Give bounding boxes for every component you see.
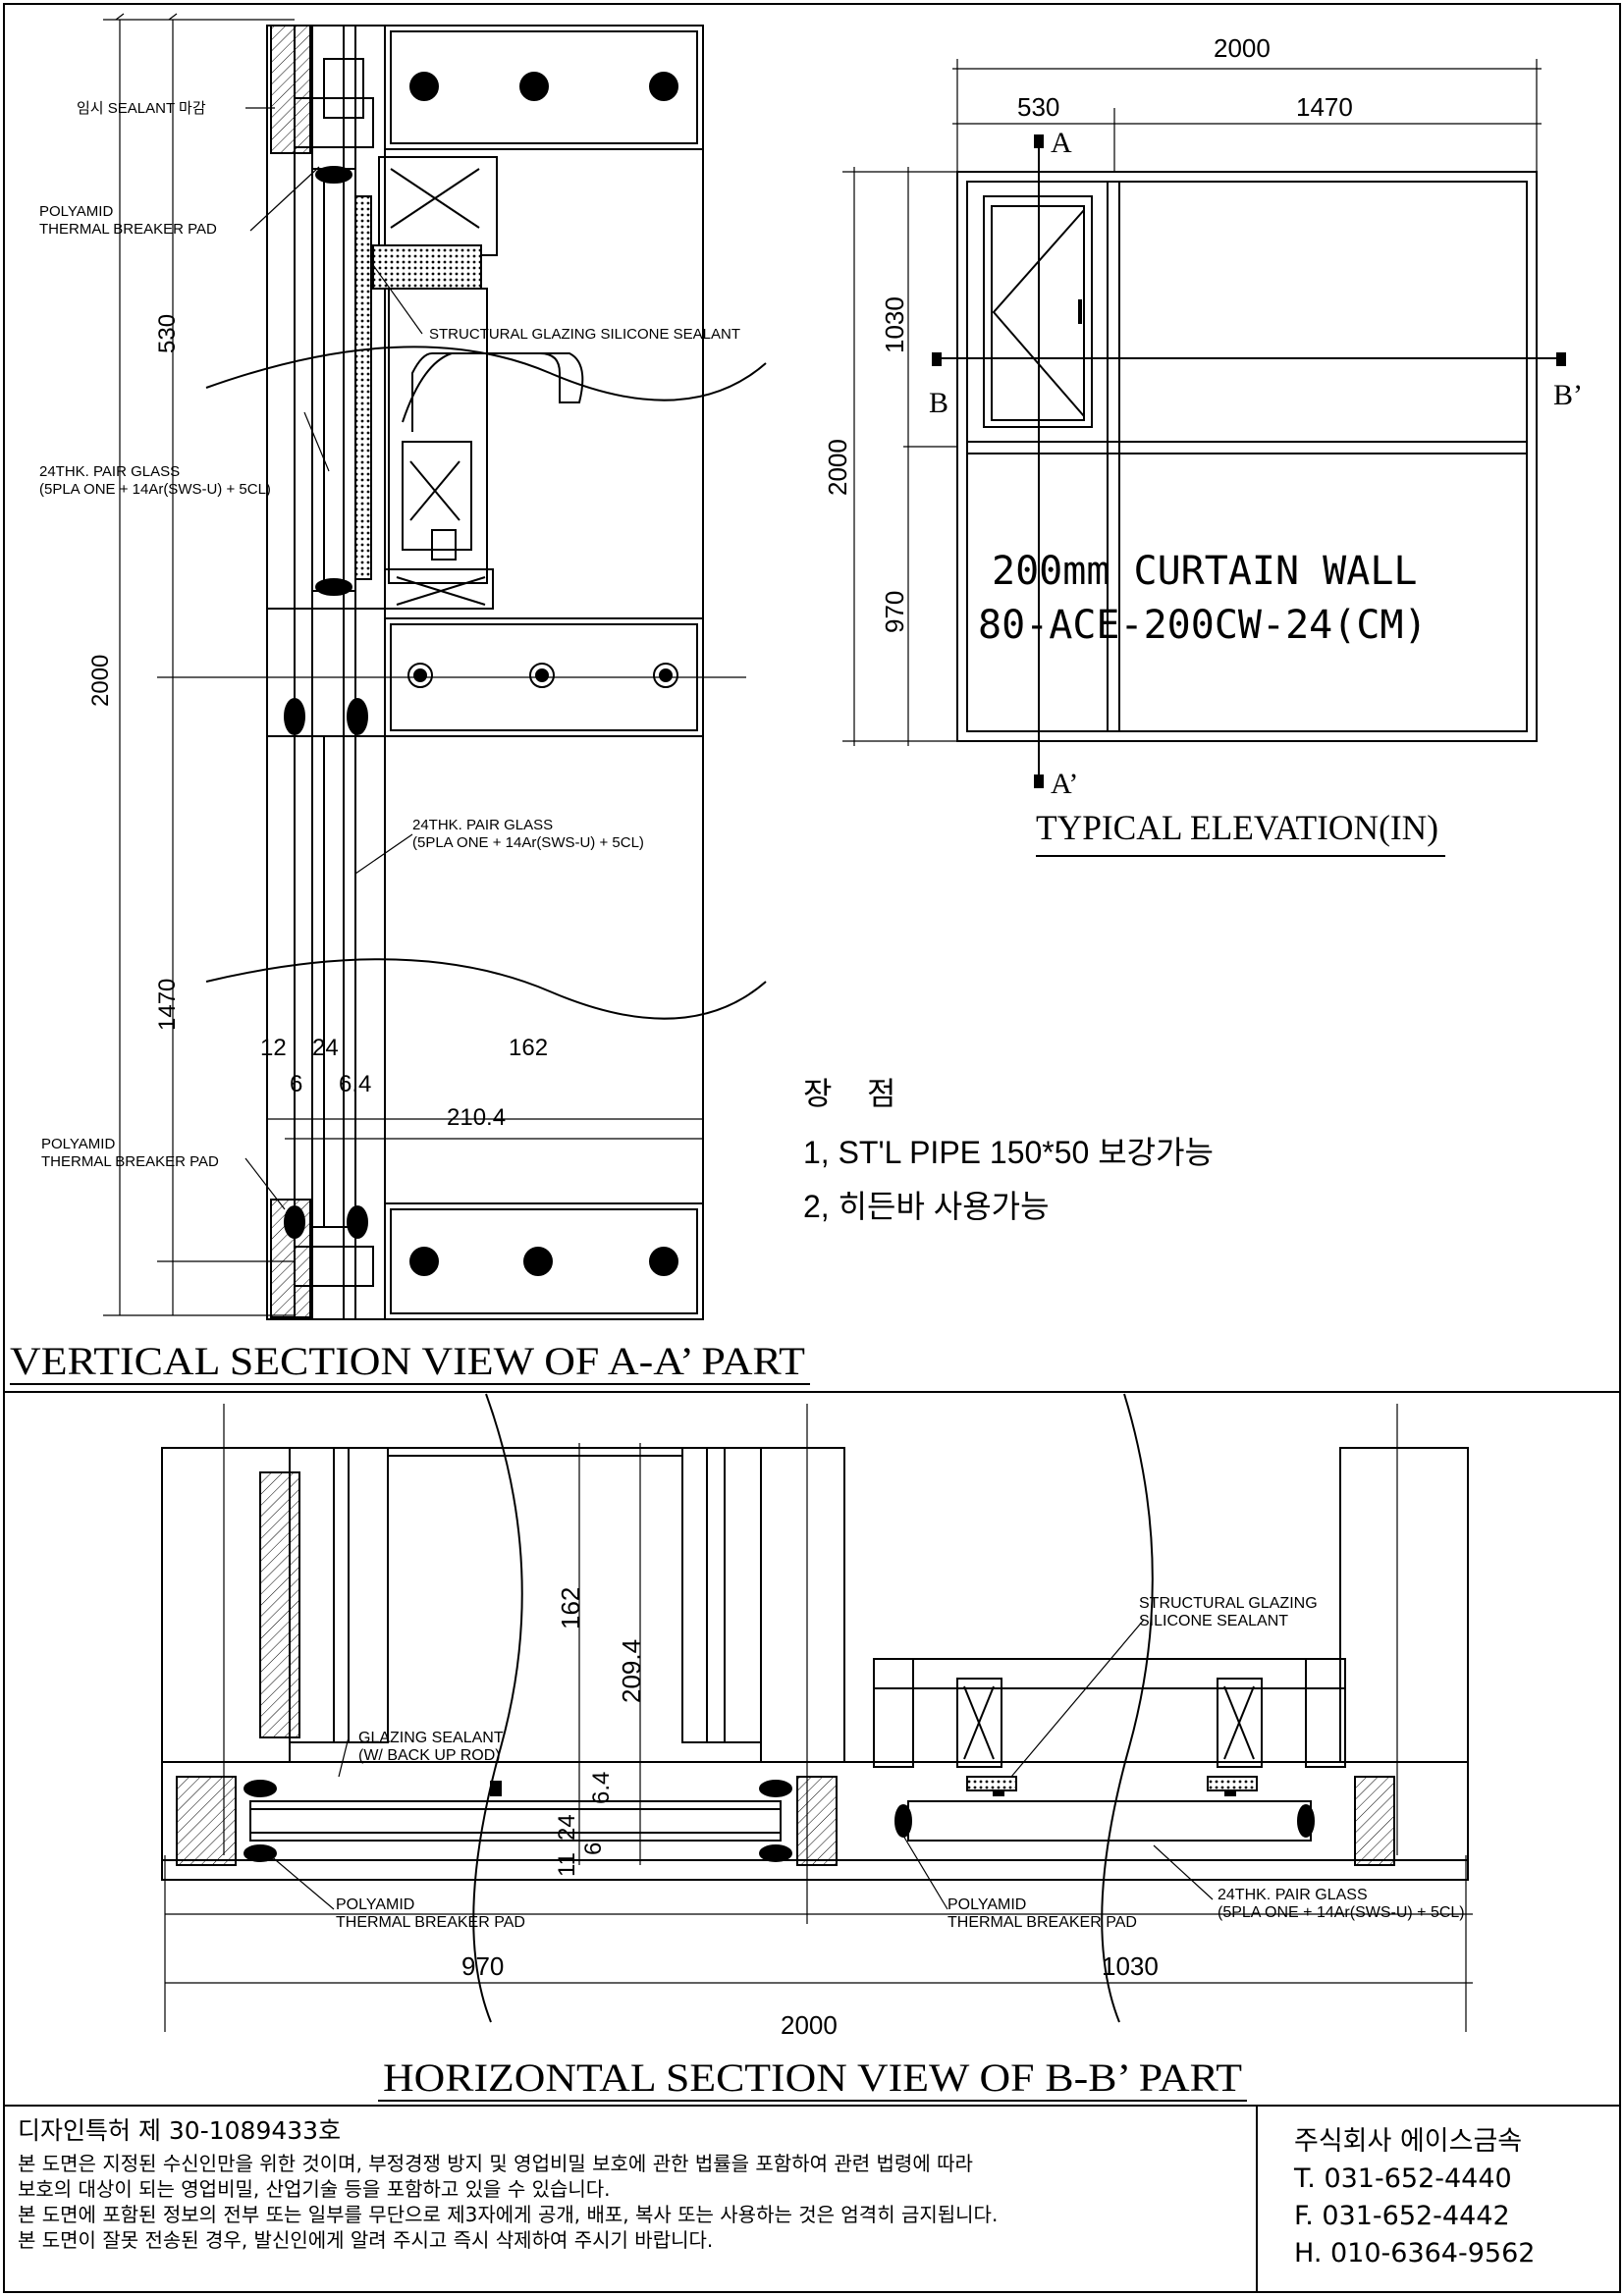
dim-24: 24 bbox=[312, 1035, 339, 1061]
notice-line-1: 본 도면은 지정된 수신인만을 위한 것이며, 부정경쟁 방지 및 영업비밀 보… bbox=[18, 2152, 973, 2175]
vertical-leaders bbox=[244, 107, 423, 1210]
dim-162: 162 bbox=[509, 1035, 548, 1061]
dim-h-6-4: 6.4 bbox=[588, 1772, 615, 1804]
horizontal-section-view bbox=[161, 1393, 1473, 2032]
dim-elev-lower-height: 970 bbox=[880, 591, 909, 633]
section-cut-lines bbox=[932, 134, 1566, 788]
label-pair-glass-2-l1: 24THK. PAIR GLASS bbox=[412, 817, 553, 833]
dim-h-11: 11 bbox=[554, 1852, 580, 1877]
vertical-section-title: VERTICAL SECTION VIEW OF A-A’ PART bbox=[10, 1339, 805, 1383]
lower-glass bbox=[284, 735, 368, 1239]
label-thermal-pad-top-2: THERMAL BREAKER PAD bbox=[39, 221, 217, 238]
label-h-structural-glazing-l2: SILICONE SEALANT bbox=[1139, 1613, 1288, 1629]
horizontal-section-title: HORIZONTAL SECTION VIEW OF B-B’ PART bbox=[383, 2056, 1242, 2100]
typical-elevation bbox=[842, 59, 1566, 788]
dim-h-162: 162 bbox=[556, 1587, 585, 1629]
dim-h-24: 24 bbox=[554, 1814, 580, 1841]
vertical-section-view bbox=[103, 13, 767, 1320]
horizontal-leaders bbox=[269, 1619, 1214, 1910]
label-h-thermal-pad-mid-2: THERMAL BREAKER PAD bbox=[947, 1914, 1137, 1931]
label-h-thermal-pad-left-1: POLYAMID bbox=[336, 1896, 414, 1913]
label-pair-glass-1-l2: (5PLA ONE + 14Ar(SWS-U) + 5CL) bbox=[39, 481, 271, 498]
dim-6-4: 6.4 bbox=[339, 1071, 371, 1097]
horizontal-frames bbox=[161, 1447, 1469, 1881]
elevation-texts: 2000 530 1470 1030 2000 970 A A’ B B’ 20… bbox=[823, 33, 1583, 857]
advantages-block: 장 점 1, ST'L PIPE 150*50 보강가능 2, 히든바 사용가능 bbox=[803, 1076, 1214, 1224]
company-fax: F. 031-652-4442 bbox=[1294, 2201, 1510, 2231]
dim-elev-right-width: 1470 bbox=[1296, 92, 1353, 122]
design-patent-number: 디자인특허 제 30-1089433호 bbox=[18, 2116, 342, 2145]
dim-h-970: 970 bbox=[461, 1951, 504, 1981]
elevation-dimension-lines bbox=[842, 59, 1542, 746]
dim-elev-upper-height: 1030 bbox=[880, 296, 909, 353]
dim-h-2000: 2000 bbox=[781, 2010, 838, 2040]
elevation-frame bbox=[956, 171, 1538, 742]
dim-6: 6 bbox=[290, 1071, 302, 1097]
label-thermal-pad-bottom-1: POLYAMID bbox=[41, 1136, 115, 1152]
title-block-footer: 디자인특허 제 30-1089433호 본 도면은 지정된 수신인만을 위한 것… bbox=[0, 2106, 1624, 2296]
confidentiality-notice: 디자인특허 제 30-1089433호 본 도면은 지정된 수신인만을 위한 것… bbox=[18, 2115, 1255, 2253]
label-temp-sealant: 임시 SEALANT 마감 bbox=[77, 100, 206, 117]
company-contact: 주식회사 에이스금속 T. 031-652-4440 F. 031-652-44… bbox=[1294, 2123, 1618, 2272]
label-glazing-sealant-l2: (W/ BACK UP ROD) bbox=[358, 1747, 501, 1764]
dim-elev-total-width: 2000 bbox=[1214, 33, 1271, 63]
dim-h-6: 6 bbox=[580, 1842, 607, 1855]
advantage-item-1: 1, ST'L PIPE 150*50 보강가능 bbox=[803, 1135, 1214, 1170]
vertical-section-texts: 임시 SEALANT 마감 POLYAMID THERMAL BREAKER P… bbox=[10, 100, 810, 1385]
label-h-thermal-pad-mid-1: POLYAMID bbox=[947, 1896, 1026, 1913]
cut-a-prime-label: A’ bbox=[1051, 768, 1078, 800]
cut-a-label: A bbox=[1051, 127, 1072, 159]
dim-elev-left-width: 530 bbox=[1017, 92, 1059, 122]
dim-12: 12 bbox=[260, 1035, 287, 1061]
product-name: 200mm CURTAIN WALL bbox=[992, 549, 1417, 594]
label-pair-glass-1-l1: 24THK. PAIR GLASS bbox=[39, 463, 180, 480]
upper-vent-sash bbox=[372, 156, 584, 610]
horizontal-section-texts: STRUCTURAL GLAZING SILICONE SEALANT GLAZ… bbox=[336, 1587, 1465, 2102]
middle-transom bbox=[266, 608, 704, 737]
dim-210-4: 210.4 bbox=[447, 1104, 506, 1131]
horizontal-dimension-lines bbox=[164, 1404, 1473, 2032]
advantage-item-2: 2, 히든바 사용가능 bbox=[803, 1189, 1050, 1224]
advantages-heading: 장 점 bbox=[803, 1076, 895, 1111]
label-glazing-sealant-l1: GLAZING SEALANT bbox=[358, 1730, 504, 1746]
notice-line-3: 본 도면에 포함된 정보의 전부 또는 일부를 무단으로 제3자에게 공개, 배… bbox=[18, 2203, 999, 2226]
sheet-border bbox=[3, 3, 1621, 2293]
label-thermal-pad-bottom-2: THERMAL BREAKER PAD bbox=[41, 1153, 219, 1170]
label-structural-glazing: STRUCTURAL GLAZING SILICONE SEALANT bbox=[429, 326, 740, 343]
elevation-title: TYPICAL ELEVATION(IN) bbox=[1036, 808, 1438, 847]
cut-b-label: B bbox=[929, 387, 948, 419]
upper-glass bbox=[311, 166, 372, 596]
dim-2000-vertical: 2000 bbox=[87, 655, 114, 707]
horizontal-break-lines bbox=[472, 1393, 1154, 2023]
dim-530: 530 bbox=[154, 314, 181, 353]
label-h-pair-glass-l1: 24THK. PAIR GLASS bbox=[1218, 1887, 1368, 1903]
dim-elev-total-height: 2000 bbox=[823, 439, 852, 496]
label-h-pair-glass-l2: (5PLA ONE + 14Ar(SWS-U) + 5CL) bbox=[1218, 1904, 1465, 1921]
notice-line-4: 본 도면이 잘못 전송된 경우, 발신인에게 알려 주시고 즉시 삭제하여 주시… bbox=[18, 2228, 714, 2252]
company-mobile: H. 010-6364-9562 bbox=[1294, 2238, 1536, 2269]
product-code: 80-ACE-200CW-24(CM) bbox=[978, 603, 1428, 648]
dim-h-1030: 1030 bbox=[1102, 1951, 1159, 1981]
top-transom bbox=[270, 25, 704, 154]
label-thermal-pad-top-1: POLYAMID bbox=[39, 203, 113, 220]
bottom-transom bbox=[270, 1199, 704, 1320]
label-h-thermal-pad-left-2: THERMAL BREAKER PAD bbox=[336, 1914, 525, 1931]
notice-line-2: 보호의 대상이 되는 영업비밀, 산업기술 등을 포함하고 있을 수 있습니다. bbox=[18, 2177, 611, 2201]
break-lines bbox=[205, 346, 767, 1020]
dim-h-209-4: 209.4 bbox=[617, 1639, 646, 1703]
label-h-structural-glazing-l1: STRUCTURAL GLAZING bbox=[1139, 1595, 1318, 1612]
cut-b-prime-label: B’ bbox=[1553, 379, 1583, 411]
company-name: 주식회사 에이스금속 bbox=[1294, 2126, 1523, 2157]
label-pair-glass-2-l2: (5PLA ONE + 14Ar(SWS-U) + 5CL) bbox=[412, 834, 644, 851]
company-tel: T. 031-652-4440 bbox=[1294, 2163, 1512, 2194]
dim-1470: 1470 bbox=[154, 979, 181, 1031]
